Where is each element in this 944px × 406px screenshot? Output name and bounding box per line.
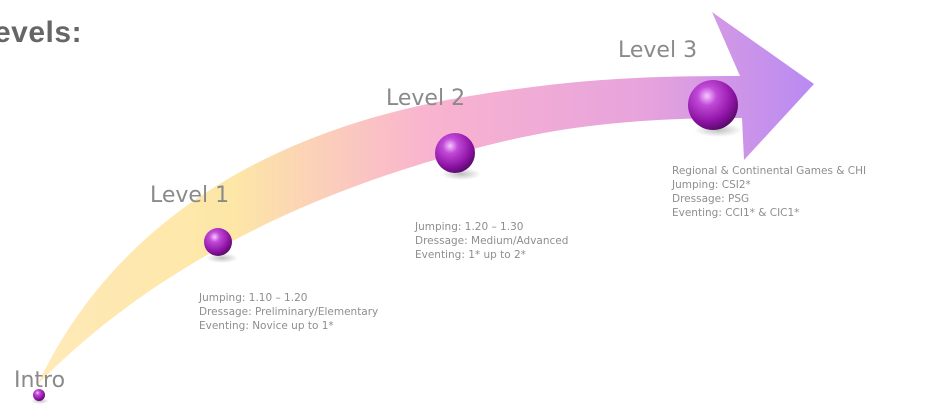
detail-line: Eventing: CCI1* & CIC1*: [672, 207, 800, 219]
detail-line: Dressage: Medium/Advanced: [415, 235, 569, 247]
bead-level-2: [435, 133, 475, 173]
bead-level-1: [204, 228, 232, 256]
level-label-2: Level 2: [386, 86, 466, 111]
level-markers: [31, 80, 742, 404]
detail-line: Dressage: PSG: [672, 193, 750, 205]
levels-heading: evels:: [0, 16, 83, 49]
bead-level-3: [688, 80, 738, 130]
detail-line: Jumping: CSI2*: [672, 179, 751, 191]
level-label-1: Level 1: [150, 183, 230, 208]
detail-line: Dressage: Preliminary/Elementary: [199, 306, 379, 318]
bead-intro: [33, 389, 45, 401]
detail-line: Jumping: 1.20 – 1.30: [415, 221, 524, 233]
bead-shadow: [206, 253, 238, 263]
level-1-details: Jumping: 1.10 – 1.20 Dressage: Prelimina…: [199, 291, 378, 333]
detail-line: Eventing: 1* up to 2*: [415, 249, 526, 261]
detail-line: Regional & Continental Games & CHI: [672, 165, 867, 177]
detail-line: Eventing: Novice up to 1*: [199, 320, 334, 332]
level-2-details: Jumping: 1.20 – 1.30 Dressage: Medium/Ad…: [415, 220, 568, 262]
arrow-body: [38, 12, 814, 384]
detail-line: Jumping: 1.10 – 1.20: [199, 292, 308, 304]
level-3-details: Regional & Continental Games & CHI Jumpi…: [672, 164, 866, 220]
level-label-intro: Intro: [14, 368, 66, 393]
level-label-3: Level 3: [618, 38, 698, 63]
